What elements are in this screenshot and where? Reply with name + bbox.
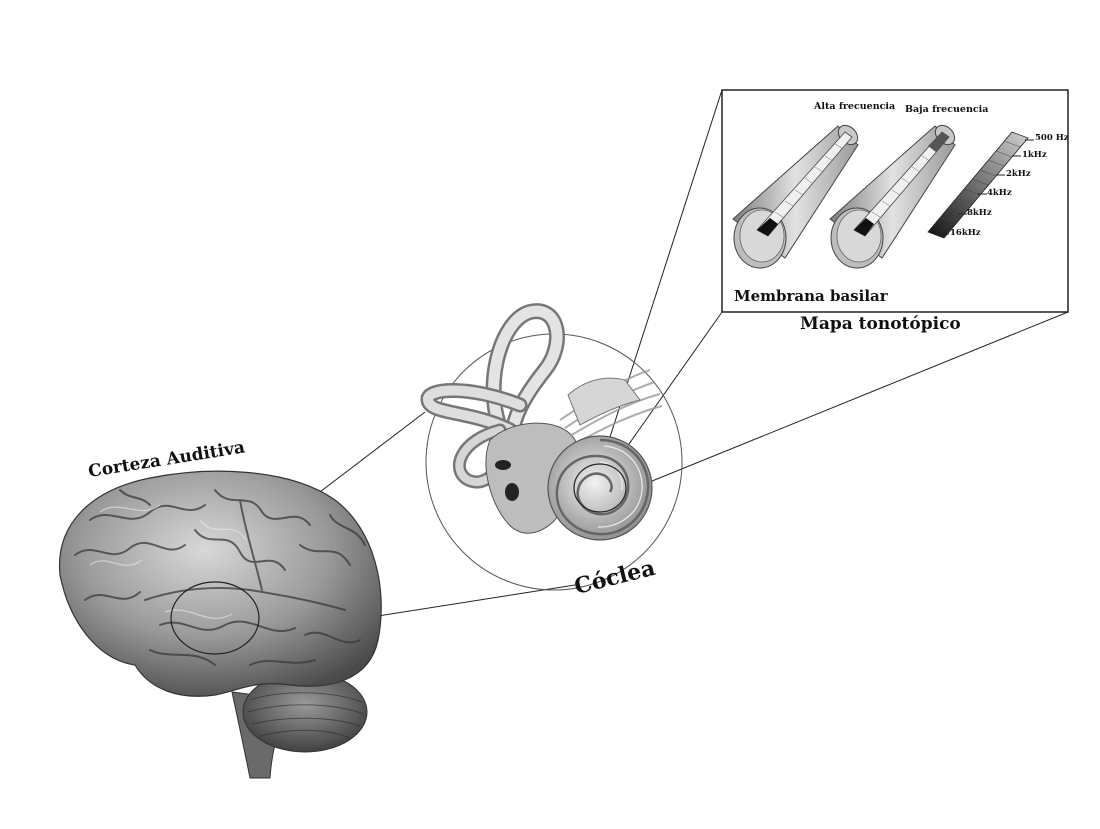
low-frequency-label: Baja frecuencia xyxy=(905,104,989,115)
basilar-cone-low xyxy=(829,124,956,269)
high-frequency-label: Alta frecuencia xyxy=(814,101,896,112)
basilar-cone-high xyxy=(732,124,859,269)
tonotopic-map-label: Mapa tonotópico xyxy=(800,314,961,334)
freq-label-2khz: 2kHz xyxy=(1006,169,1031,179)
freq-label-1khz: 1kHz xyxy=(1022,150,1047,160)
cochlea-highlight-circle xyxy=(573,463,627,513)
tonotopic-box xyxy=(721,89,1069,313)
freq-label-500hz: 500 Hz xyxy=(1035,133,1069,143)
freq-label-8khz: 8kHz xyxy=(967,208,992,218)
freq-label-4khz: 4kHz xyxy=(987,188,1012,198)
brain-illustration xyxy=(58,470,382,779)
inner-ear-illustration xyxy=(420,303,683,591)
tonotopic-strip xyxy=(927,131,1034,239)
freq-label-16khz: 16kHz xyxy=(950,228,981,238)
basilar-membrane-label: Membrana basilar xyxy=(734,287,888,305)
auditory-cortex-circle xyxy=(170,581,260,655)
